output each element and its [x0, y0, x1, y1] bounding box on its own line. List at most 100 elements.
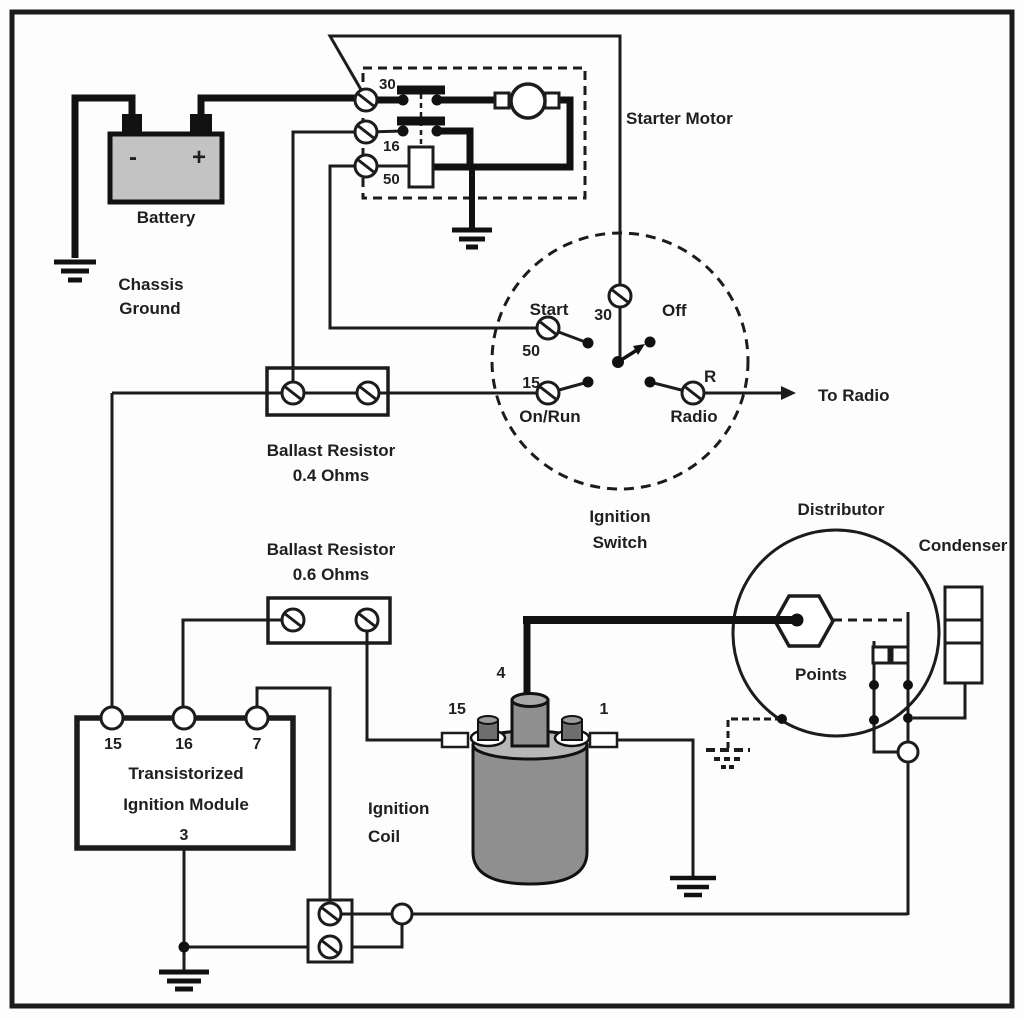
switch-rotor-arm [617, 348, 638, 364]
relay-terminal-30-label: 30 [379, 76, 396, 93]
block-ring-terminal [390, 902, 414, 926]
coil-body [471, 743, 589, 886]
chassis-ground-label-1: Chassis [118, 275, 183, 294]
distributor-housing [731, 528, 941, 738]
module-terminal-15-circle [99, 705, 125, 731]
relay-50-to-switch-start-wire [328, 164, 548, 330]
switch-terminal-r-screw [680, 380, 706, 406]
distributor-dashed-ground-wire [726, 717, 782, 748]
module-terminal-3-label: 3 [180, 827, 189, 844]
module-16-feed-wire [181, 618, 293, 707]
relay-coil [407, 145, 435, 189]
condenser-body [943, 585, 984, 685]
ballast04-screw-right [355, 380, 381, 406]
points-label: Points [795, 665, 847, 684]
ballast06-screw-right [354, 607, 380, 633]
module-ground-junction-dot [178, 941, 190, 953]
switch-start-contact-dot [582, 337, 594, 349]
module-label-2: Ignition Module [123, 795, 249, 814]
switch-radio-label: Radio [670, 407, 717, 426]
diagram-border [9, 9, 1015, 1009]
relay-contact-dot [431, 125, 443, 137]
screw-terminals [280, 87, 706, 960]
module-terminal-7-label: 7 [253, 736, 262, 753]
switch-off-contact-dot [644, 336, 656, 348]
switch-rotor-arrowhead [633, 344, 645, 355]
coil-1-ground-wire [617, 738, 695, 876]
ignition-coil-label-1: Ignition [368, 799, 429, 818]
battery-positive-sign: + [192, 144, 206, 171]
battery-positive-wire [197, 94, 366, 136]
block-loop-wire [352, 924, 404, 949]
distributor-label: Distributor [798, 500, 885, 519]
ballast04-label-1: Ballast Resistor [267, 441, 396, 460]
relay-terminal-50-screw [353, 153, 379, 179]
distributor-dashed-ground-symbol [706, 748, 750, 769]
relay-to-switch-30-wire [327, 34, 622, 292]
relay-terminal-16-screw [353, 119, 379, 145]
coil-ground-symbol [670, 875, 716, 898]
switch-terminal-50-label: 50 [522, 343, 540, 360]
points-contact-right [890, 645, 910, 665]
to-radio-arrowhead [781, 386, 796, 400]
motor-body [509, 82, 547, 120]
points-junction-dot [903, 680, 913, 690]
condenser-label: Condenser [919, 536, 1008, 555]
relay-terminal-30-screw [353, 87, 379, 113]
relay-16-to-ballast-wire [291, 130, 366, 393]
relay-terminal-16-label: 16 [383, 138, 400, 155]
battery-symbol: - + [107, 114, 225, 205]
ballast-to-coil-15-wire [365, 620, 442, 742]
motor-terminal-left [493, 91, 511, 110]
coil-connector-15 [440, 731, 470, 749]
relay-lower-contact-wire [437, 127, 474, 165]
switch-onrun-contact-dot [582, 376, 594, 388]
coil-ht-tower-top [510, 692, 550, 708]
module-ground-symbol [159, 969, 209, 992]
ignition-switch-label-1: Ignition [589, 507, 650, 526]
relay-contact-dot [397, 125, 409, 137]
ballast04-screw-left [280, 380, 306, 406]
switch-start-label: Start [530, 300, 569, 319]
relay-ground-symbol [452, 227, 492, 250]
points-moving-arm-wire [872, 641, 898, 754]
switch-terminal-50-screw [535, 315, 561, 341]
module-terminal-16-circle [171, 705, 197, 731]
points-ring-terminal [896, 740, 920, 764]
condenser-junction-dot [903, 713, 913, 723]
relay-contact-dot [431, 94, 443, 106]
module-terminal-15-label: 15 [104, 736, 122, 753]
junction-dots [178, 94, 913, 953]
module-7-wire [255, 686, 332, 900]
ignition-coil-label-2: Coil [368, 827, 400, 846]
coil-terminal-1-label: 1 [600, 701, 609, 718]
coil-post-1-top [561, 715, 583, 725]
module-label-1: Transistorized [128, 764, 243, 783]
points-junction-dot [869, 680, 879, 690]
battery-label: Battery [137, 208, 196, 227]
points-contact-left [871, 645, 891, 665]
starter-motor-label: Starter Motor [626, 109, 733, 128]
battery-body [107, 131, 225, 205]
starter-motor-symbol [493, 82, 561, 120]
block-screw-bottom [317, 934, 343, 960]
switch-terminal-15-screw [535, 380, 561, 406]
motor-return-wire [433, 96, 574, 171]
cam-center-dot [790, 613, 804, 627]
ballast06-label-2: 0.6 Ohms [293, 565, 370, 584]
motor-terminal-right [543, 91, 561, 110]
switch-radio-contact-dot [644, 376, 656, 388]
battery-post-negative [122, 114, 142, 136]
chassis-ground-symbol [54, 259, 96, 283]
coil-terminal-4-label: 4 [497, 665, 506, 682]
switch-onrun-label: On/Run [519, 407, 580, 426]
condenser-bottom-wire [913, 683, 967, 720]
battery-negative-sign: - [129, 144, 137, 171]
ballast06-screw-left [280, 607, 306, 633]
module-terminal-16-label: 16 [175, 736, 193, 753]
points-junction-dot [869, 715, 879, 725]
ignition-coil-symbol [440, 692, 619, 886]
switch-terminal-15-label: 15 [522, 375, 540, 392]
